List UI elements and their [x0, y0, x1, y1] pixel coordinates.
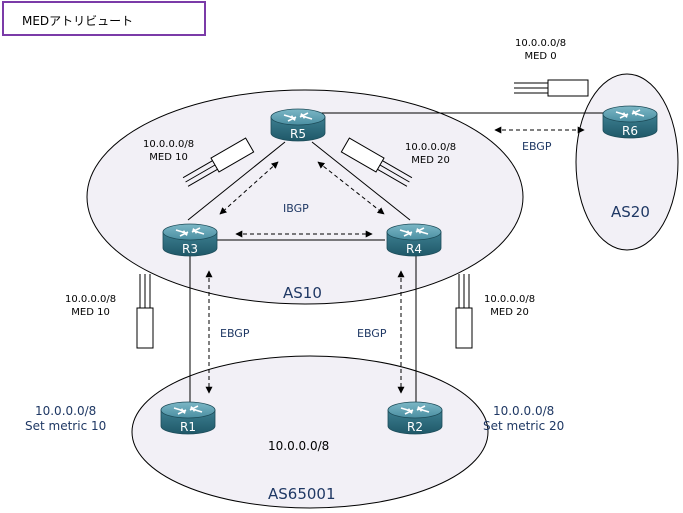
router-r2-label: R2: [407, 420, 423, 434]
as65001-area: [131, 355, 489, 509]
router-r2: R2: [387, 401, 443, 435]
config-metric: Set metric 20: [483, 419, 565, 433]
update-prefix: 10.0.0.0/8: [515, 38, 567, 49]
as65001-label: AS65001: [268, 485, 336, 503]
ibgp-session-r5-r4: [317, 161, 385, 215]
router-r6-label: R6: [622, 124, 638, 138]
update-label-r6: 10.0.0.0/8 MED 0: [515, 37, 566, 63]
config-prefix: 10.0.0.0/8: [492, 404, 555, 418]
config-prefix: 10.0.0.0/8: [34, 404, 97, 418]
router-r3-label: R3: [182, 242, 198, 256]
update-med: MED 20: [490, 307, 529, 318]
config-label-r1: 10.0.0.0/8 Set metric 10: [25, 404, 106, 434]
update-prefix: 10.0.0.0/8: [484, 294, 536, 305]
router-r3: R3: [162, 223, 218, 257]
router-r4: R4: [386, 223, 442, 257]
as20-label: AS20: [611, 203, 650, 221]
update-prefix: 10.0.0.0/8: [65, 294, 117, 305]
update-prefix: 10.0.0.0/8: [405, 142, 457, 153]
update-label-r1: 10.0.0.0/8 MED 10: [65, 293, 116, 319]
update-packet-r6: [513, 79, 589, 97]
page-title: MEDアトリビュート: [22, 14, 134, 28]
update-med: MED 20: [411, 155, 450, 166]
update-label-r2: 10.0.0.0/8 MED 20: [484, 293, 535, 319]
router-r1: R1: [160, 401, 216, 435]
as20-area: [575, 73, 679, 251]
update-packet-r1: [136, 273, 154, 349]
update-med: MED 10: [149, 152, 188, 163]
ibgp-session-r5-r3: [219, 161, 279, 215]
update-prefix: 10.0.0.0/8: [143, 139, 195, 150]
update-med: MED 10: [71, 307, 110, 318]
as10-label: AS10: [283, 284, 322, 302]
config-label-r2: 10.0.0.0/8 Set metric 20: [483, 404, 564, 434]
link-label-r1-r3: EBGP: [220, 327, 250, 340]
update-label-r3: 10.0.0.0/8 MED 10: [143, 138, 194, 164]
config-metric: Set metric 10: [25, 419, 107, 433]
update-label-r4: 10.0.0.0/8 MED 20: [405, 141, 456, 167]
router-r6: R6: [602, 105, 658, 139]
router-r1-label: R1: [180, 420, 196, 434]
link-label-ibgp: IBGP: [283, 202, 309, 215]
link-label-r5-r6: EBGP: [522, 140, 552, 153]
router-r5: R5: [270, 108, 326, 142]
link-label-r2-r4: EBGP: [357, 327, 387, 340]
title-box: MEDアトリビュート: [2, 1, 206, 36]
network-prefix-label: 10.0.0.0/8: [268, 439, 330, 453]
router-r5-label: R5: [290, 127, 306, 141]
update-packet-r2: [455, 273, 473, 349]
router-r4-label: R4: [406, 242, 422, 256]
update-med: MED 0: [524, 51, 557, 62]
